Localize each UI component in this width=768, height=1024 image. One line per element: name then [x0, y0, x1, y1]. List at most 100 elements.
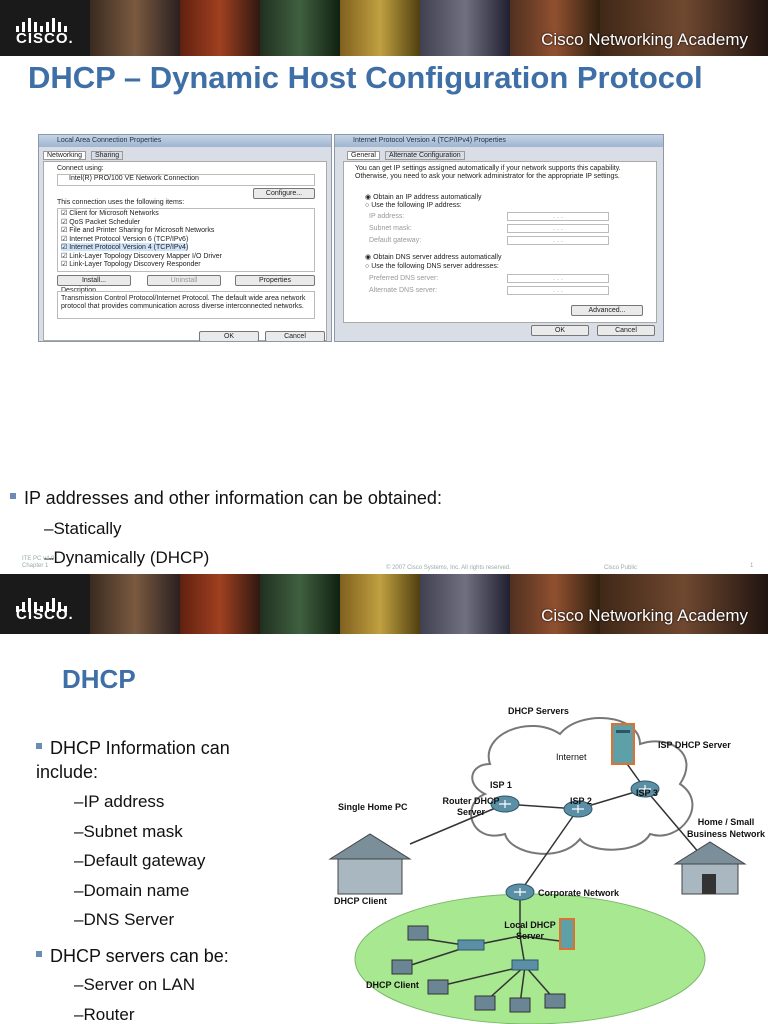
default-gateway-field[interactable]: . . .: [507, 236, 609, 245]
dhcp-info-text: DNS Server: [83, 910, 175, 929]
description-label: Description: [61, 287, 97, 294]
pc-icon: [391, 959, 413, 975]
component-item[interactable]: ☑ Client for Microsoft Networks: [61, 210, 159, 217]
component-item-label: File and Printer Sharing for Microsoft N…: [69, 227, 215, 234]
cisco-logo-icon: [16, 18, 67, 32]
adapter-name: Intel(R) PRO/100 VE Network Connection: [69, 175, 199, 182]
label-corporate-network: Corporate Network: [538, 888, 620, 898]
items-label: This connection uses the following items…: [57, 199, 185, 206]
bullet-text: DHCP servers can be:: [50, 946, 229, 966]
uninstall-button[interactable]: Uninstall: [147, 275, 221, 286]
local-dhcp-server-icon: [559, 918, 575, 950]
pc-icon: [544, 993, 566, 1009]
label-isp1: ISP 1: [490, 780, 512, 790]
alternate-dns-field[interactable]: . . .: [507, 286, 609, 295]
component-item[interactable]: ☑ Internet Protocol Version 6 (TCP/IPv6): [61, 235, 189, 243]
advanced-button[interactable]: Advanced...: [571, 305, 643, 316]
bullet-marker-icon: [36, 951, 42, 958]
footer-chapter: Chapter 1: [22, 563, 49, 569]
component-item-label: Link-Layer Topology Discovery Responder: [69, 261, 201, 268]
dhcp-network-diagram: [328, 717, 747, 1024]
cancel-button[interactable]: Cancel: [265, 331, 325, 341]
switch-icon: [511, 959, 539, 971]
switch-icon: [457, 939, 485, 951]
dialog-titlebar: Local Area Connection Properties: [39, 135, 331, 147]
component-item[interactable]: ☑ Link-Layer Topology Discovery Mapper I…: [61, 252, 222, 260]
preferred-dns-field[interactable]: . . .: [507, 274, 609, 283]
router-isp3-icon: [630, 780, 660, 798]
ip-address-label: IP address:: [369, 213, 405, 220]
pc-icon: [474, 995, 496, 1011]
dhcp-info-text: Default gateway: [83, 851, 206, 870]
ipv4-properties-dialog: Internet Protocol Version 4 (TCP/IPv4) P…: [334, 134, 664, 342]
bullet-text: IP addresses and other information can b…: [24, 488, 442, 508]
label-isp-dhcp-server: ISP DHCP Server: [658, 740, 731, 750]
ok-button[interactable]: OK: [199, 331, 259, 341]
dhcp-info-item: –Subnet mask: [74, 821, 183, 841]
dhcp-info-text: Subnet mask: [83, 821, 183, 841]
tab-sharing[interactable]: Sharing: [91, 151, 124, 160]
use-dns-radio[interactable]: ○ Use the following DNS server addresses…: [365, 263, 499, 270]
footer-copyright: © 2007 Cisco Systems, Inc. All rights re…: [386, 565, 511, 571]
dhcp-server-item: –Server on LAN: [74, 975, 195, 994]
dhcp-server-text: Router: [83, 1005, 135, 1024]
bullet-marker-icon: [10, 493, 16, 500]
component-item-label: Internet Protocol Version 4 (TCP/IPv4): [69, 244, 189, 251]
sub-statically: –Statically: [44, 519, 122, 538]
component-item-label: Link-Layer Topology Discovery Mapper I/O…: [69, 252, 222, 260]
cancel-button[interactable]: Cancel: [597, 325, 655, 336]
tab-general[interactable]: General: [347, 151, 380, 160]
dhcp-info-item: –DNS Server: [74, 910, 175, 929]
bullet-obtained: IP addresses and other information can b…: [10, 488, 442, 509]
pc-icon: [427, 979, 449, 995]
alternate-dns-label: Alternate DNS server:: [369, 287, 438, 294]
dialog-titlebar: Internet Protocol Version 4 (TCP/IPv4) P…: [335, 135, 663, 147]
dhcp-info-text: Domain name: [83, 880, 190, 900]
component-item[interactable]: ☑ Internet Protocol Version 4 (TCP/IPv4): [61, 243, 189, 251]
footer-course: ITE PC v4.0: [22, 556, 55, 562]
component-item[interactable]: ☑ QoS Packet Scheduler: [61, 218, 141, 226]
use-ip-radio[interactable]: ○ Use the following IP address:: [365, 202, 462, 209]
component-item[interactable]: ☑ Link-Layer Topology Discovery Responde…: [61, 261, 201, 268]
subnet-mask-field[interactable]: . . .: [507, 224, 609, 233]
component-item[interactable]: ☑ File and Printer Sharing for Microsoft…: [61, 227, 215, 234]
component-item-label: QoS Packet Scheduler: [69, 218, 141, 226]
subnet-mask-label: Subnet mask:: [369, 225, 412, 232]
cisco-logo-text: CISCO.: [16, 30, 74, 47]
properties-button[interactable]: Properties: [235, 275, 315, 286]
obtain-dns-label: Obtain DNS server address automatically: [373, 254, 502, 261]
install-button[interactable]: Install...: [57, 275, 131, 286]
ok-button[interactable]: OK: [531, 325, 589, 336]
preferred-dns-label: Preferred DNS server:: [369, 275, 439, 282]
obtain-ip-radio[interactable]: ◉ Obtain an IP address automatically: [365, 194, 482, 201]
default-gateway-label: Default gateway:: [369, 237, 422, 244]
slide-1: CISCO. Cisco Networking Academy DHCP – D…: [0, 0, 768, 509]
component-item-label: Client for Microsoft Networks: [69, 210, 159, 217]
sub-text: Dynamically (DHCP): [53, 548, 210, 567]
dhcp-info-item: –Domain name: [74, 880, 190, 900]
configure-button[interactable]: Configure...: [253, 188, 315, 199]
tab-alternate-configuration[interactable]: Alternate Configuration: [385, 151, 465, 160]
slide-title: DHCP – Dynamic Host Configuration Protoc…: [28, 60, 703, 95]
academy-title: Cisco Networking Academy: [541, 30, 748, 49]
obtain-dns-radio[interactable]: ◉ Obtain DNS server address automaticall…: [365, 254, 502, 261]
dhcp-info-item: –Default gateway: [74, 851, 206, 870]
adapter-field: [57, 174, 315, 186]
dialog-title: Internet Protocol Version 4 (TCP/IPv4) P…: [353, 137, 506, 144]
sub-text: Statically: [53, 519, 122, 538]
description-box: [57, 291, 315, 319]
tab-networking[interactable]: Networking: [43, 151, 87, 160]
single-home-house-icon: [328, 833, 412, 895]
router-isp1-icon: [490, 795, 520, 813]
use-ip-label: Use the following IP address:: [371, 202, 462, 209]
label-internet: Internet: [556, 752, 587, 762]
label-dhcp-client-home: DHCP Client: [334, 896, 387, 906]
label-single-home-pc: Single Home PC: [338, 802, 408, 812]
isp-dhcp-server-icon: [611, 723, 635, 765]
ip-address-field[interactable]: . . .: [507, 212, 609, 221]
slide-title: DHCP: [62, 664, 136, 694]
label-isp2: ISP 2: [570, 796, 592, 806]
obtain-ip-label: Obtain an IP address automatically: [373, 194, 482, 201]
connect-using-label: Connect using:: [57, 165, 104, 172]
